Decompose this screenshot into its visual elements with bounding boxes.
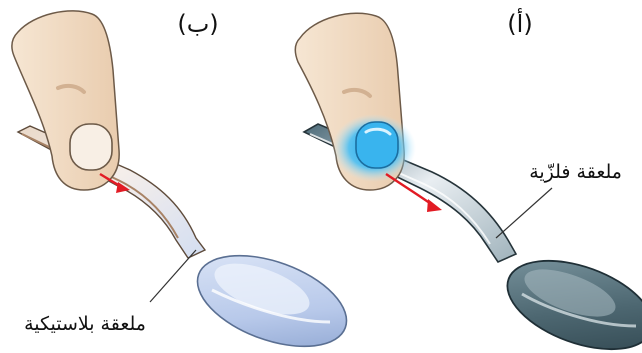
- plastic-spoon-label: ملعقة بلاستيكية: [24, 313, 146, 335]
- finger-left: [12, 11, 119, 190]
- leader-line-left: [150, 250, 196, 302]
- caption-right: ملعقة فلزّية: [496, 161, 622, 238]
- panel-label-left: (ب): [177, 10, 218, 38]
- leader-line-right: [496, 188, 552, 238]
- metal-spoon-label: ملعقة فلزّية: [529, 161, 622, 183]
- fingernail-left: [70, 124, 112, 170]
- panel-label-right: (أ): [507, 8, 532, 38]
- caption-left: ملعقة بلاستيكية: [24, 250, 196, 335]
- finger-right: [295, 13, 416, 190]
- metal-spoon-panel: (أ) ملعقة فلزّية: [295, 8, 642, 353]
